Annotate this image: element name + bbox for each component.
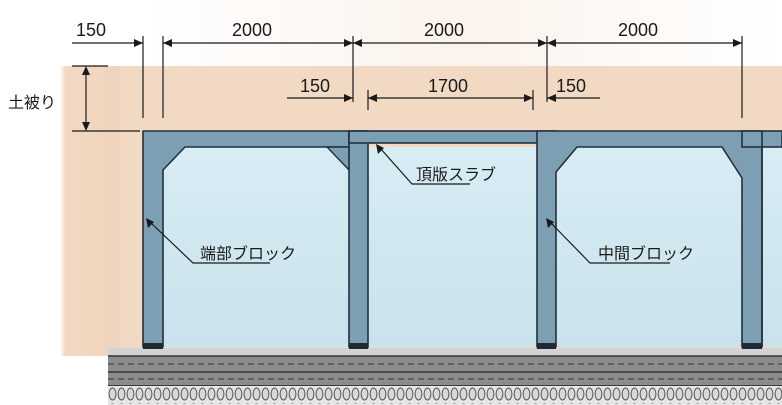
soil-fade [60, 66, 120, 356]
wall-foot-4 [742, 343, 762, 349]
arrow-inner-150-right [547, 94, 556, 102]
leader-middle-block [549, 221, 670, 264]
leader-end-block [149, 221, 270, 264]
arrow-slab-right [524, 94, 533, 102]
leveling-layer [108, 348, 782, 356]
interior-cell-3 [556, 147, 742, 347]
arrow-slab-left [368, 94, 377, 102]
gravel-pattern [108, 387, 782, 404]
end-block-wall-right [348, 130, 369, 348]
interior-cell-4 [762, 147, 782, 347]
arrow-inner-150-left [344, 94, 353, 102]
label-middle-block: 中間ブロック [598, 244, 694, 263]
dim-inner-gap-left: 150 [300, 76, 330, 96]
arrow-span1-right [344, 39, 353, 47]
base-slab [108, 356, 782, 386]
dim-top-span-1: 2000 [232, 20, 272, 40]
interior-cell-2 [368, 147, 537, 347]
arrow-span3-left [547, 39, 556, 47]
dim-top-end-offset: 150 [76, 20, 106, 40]
wall-foot-2 [349, 343, 368, 349]
dim-inner-gap-right: 150 [556, 76, 586, 96]
dim-top-span-3: 2000 [618, 20, 658, 40]
dim-top-span-2: 2000 [424, 20, 464, 40]
wall-foot-3 [537, 343, 556, 349]
arrow-soil-top [82, 66, 90, 75]
arrow-span3-right [733, 39, 742, 47]
label-end-block: 端部ブロック [200, 244, 296, 263]
top-slab [348, 130, 557, 144]
arrow-leader-middle-block [546, 218, 554, 228]
sky-band [70, 0, 782, 66]
label-top-slab: 頂版スラブ [416, 165, 496, 184]
interior-cell-1 [163, 147, 349, 347]
arrow-leader-end-block [146, 218, 154, 228]
arrow-span2-left [353, 39, 362, 47]
leader-top-slab [379, 147, 470, 185]
dim-slab-width: 1700 [428, 76, 468, 96]
arrow-soil-bottom [82, 122, 90, 131]
wall-foot-1 [143, 343, 163, 349]
arrow-leader-top-slab [376, 144, 384, 154]
label-soil-cover: 土被り [8, 93, 56, 112]
arrow-span1-left [163, 39, 172, 47]
arrow-top-150 [134, 39, 143, 47]
arrow-span2-right [538, 39, 547, 47]
